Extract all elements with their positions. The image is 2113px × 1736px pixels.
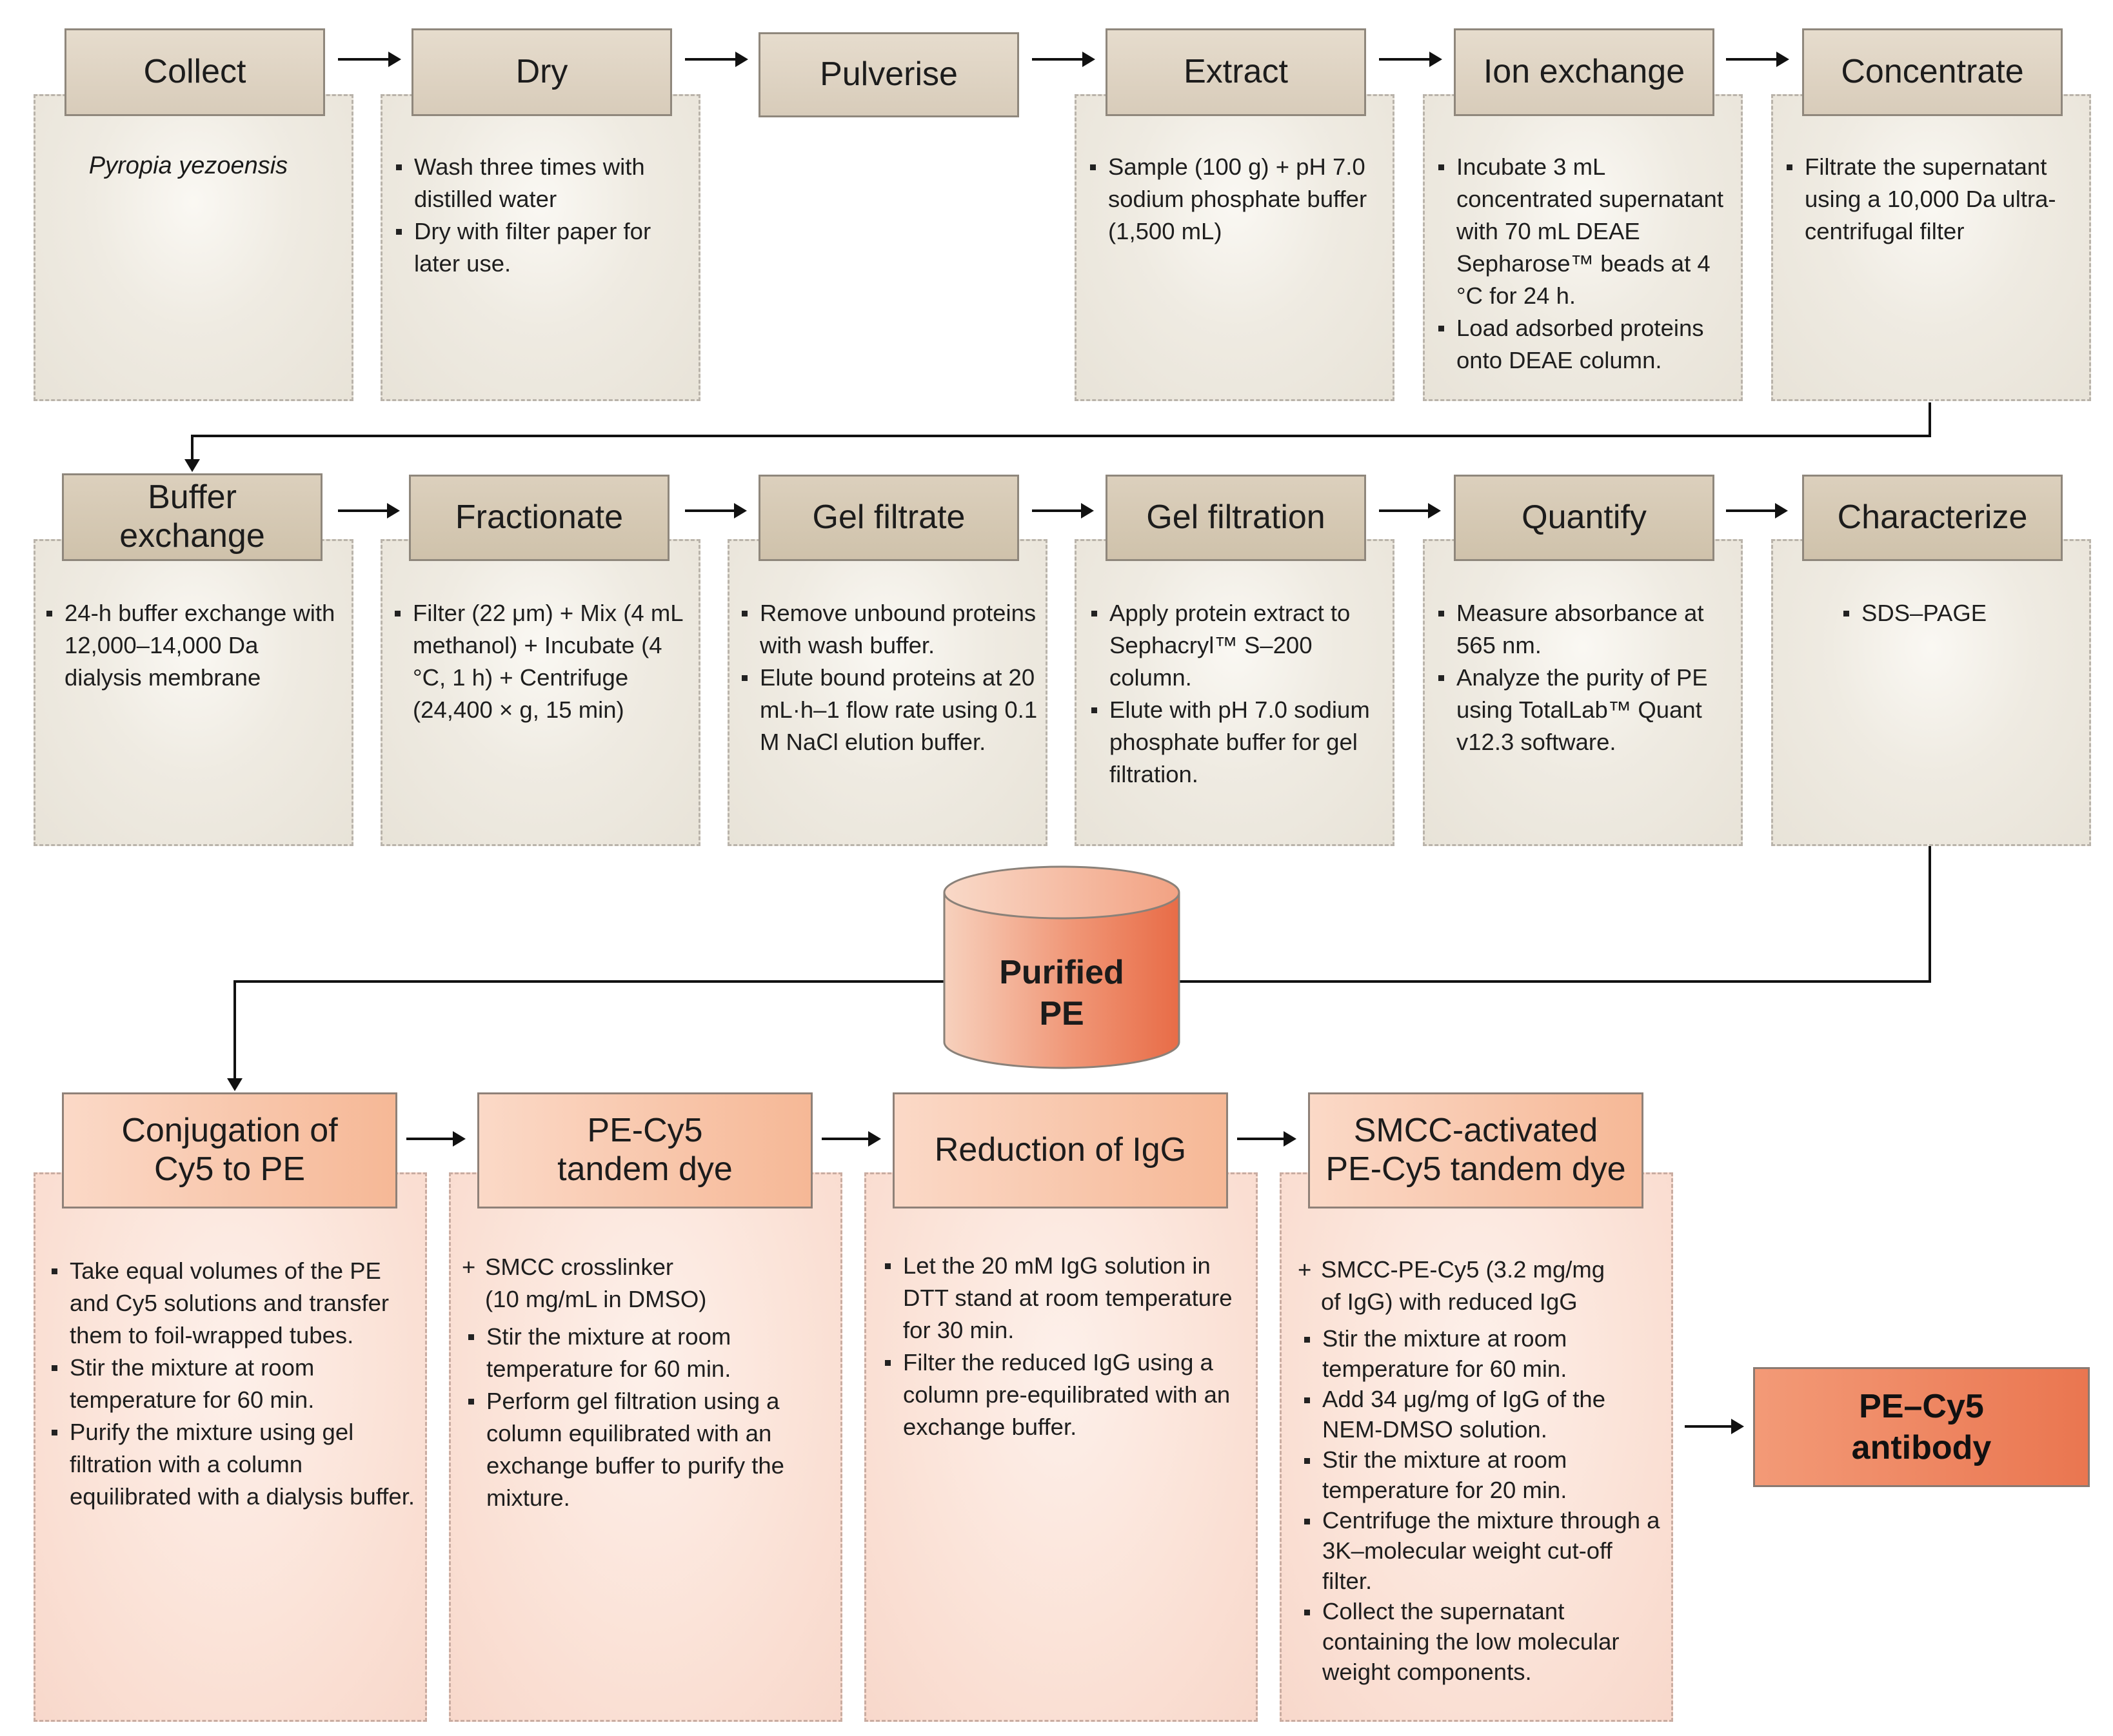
list-item: Add 34 μg/mg of IgG of the NEM-DMSO solu… (1303, 1384, 1667, 1445)
list-item: Stir the mixture at room temperature for… (467, 1321, 831, 1385)
panel-characterize (1771, 539, 2091, 846)
step-extract-title: Extract (1184, 53, 1288, 91)
characterize-details: SDS–PAGE (1842, 597, 2074, 629)
step-conjugation: Conjugation of Cy5 to PE (62, 1092, 397, 1208)
list-item: Analyze the purity of PE using TotalLab™… (1437, 662, 1735, 758)
step-gel-filtrate: Gel filtrate (759, 475, 1019, 561)
step-quantify-title: Quantify (1522, 498, 1647, 537)
dry-details: Wash three times with distilled water Dr… (395, 151, 689, 280)
list-item: Elute with pH 7.0 sodium phosphate buffe… (1090, 694, 1388, 791)
connector-row1-row2 (191, 402, 1931, 464)
buffer-exchange-details: 24-h buffer exchange with 12,000–14,000 … (45, 597, 342, 694)
step-ion-exchange-title: Ion exchange (1483, 53, 1685, 91)
final-product-pe-cy5-antibody: PE–Cy5 antibody (1753, 1367, 2090, 1487)
panel-quantify (1423, 539, 1743, 846)
panel-extract (1075, 94, 1394, 401)
list-item: Remove unbound proteins with wash buffer… (740, 597, 1038, 662)
extract-details: Sample (100 g) + pH 7.0 sodium phosphate… (1089, 151, 1383, 248)
list-item: Dry with filter paper for later use. (395, 215, 689, 280)
connector-purified-row3 (233, 980, 946, 1083)
step-pulverise: Pulverise (759, 32, 1019, 117)
list-item: Let the 20 mM IgG solution in DTT stand … (884, 1250, 1249, 1346)
panel-gel-filtrate (728, 539, 1047, 846)
step-gel-filtrate-title: Gel filtrate (812, 498, 966, 537)
quantify-details: Measure absorbance at 565 nm. Analyze th… (1437, 597, 1735, 758)
plus-reagent: SMCC crosslinker (10 mg/mL in DMSO) (462, 1251, 831, 1316)
purified-pe-label: Purified PE (999, 954, 1124, 1032)
step-characterize-title: Characterize (1837, 498, 2028, 537)
step-ion-exchange: Ion exchange (1454, 28, 1714, 116)
list-item: Elute bound proteins at 20 mL·h–1 flow r… (740, 662, 1038, 758)
step-collect-title: Collect (143, 53, 246, 91)
plus-reagent: SMCC-PE-Cy5 (3.2 mg/mg of IgG) with redu… (1298, 1254, 1667, 1318)
step-characterize: Characterize (1802, 475, 2063, 561)
step-pe-cy5: PE-Cy5 tandem dye (477, 1092, 813, 1208)
step-buffer-exchange: Buffer exchange (62, 473, 322, 561)
step-gel-filtration-title: Gel filtration (1146, 498, 1325, 537)
panel-collect (34, 94, 353, 401)
panel-concentrate (1771, 94, 2091, 401)
panel-buffer-exchange (34, 539, 353, 846)
step-gel-filtration: Gel filtration (1106, 475, 1366, 561)
panel-fractionate (381, 539, 700, 846)
ion-exchange-details: Incubate 3 mL concentrated supernatant w… (1437, 151, 1734, 377)
list-item: Centrifuge the mixture through a 3K–mole… (1303, 1505, 1667, 1596)
list-item: SDS–PAGE (1842, 597, 2074, 629)
species-name: Pyropia yezoensis (88, 152, 288, 179)
list-item: Stir the mixture at room temperature for… (1303, 1445, 1667, 1505)
panel-gel-filtration (1075, 539, 1394, 846)
step-collect: Collect (64, 28, 325, 116)
panel-ion-exchange (1423, 94, 1743, 401)
step-dry: Dry (412, 28, 672, 116)
conjugation-details: Take equal volumes of the PE and Cy5 sol… (50, 1255, 415, 1513)
smcc-activated-details: SMCC-PE-Cy5 (3.2 mg/mg of IgG) with redu… (1298, 1254, 1667, 1687)
step-concentrate-title: Concentrate (1841, 53, 2024, 91)
pe-cy5-details: SMCC crosslinker (10 mg/mL in DMSO) Stir… (462, 1251, 831, 1514)
gel-filtrate-details: Remove unbound proteins with wash buffer… (740, 597, 1038, 758)
step-smcc-activated-title: SMCC-activated PE-Cy5 tandem dye (1325, 1112, 1626, 1188)
step-quantify: Quantify (1454, 475, 1714, 561)
list-item: Take equal volumes of the PE and Cy5 sol… (50, 1255, 415, 1352)
list-item: 24-h buffer exchange with 12,000–14,000 … (45, 597, 342, 694)
list-item: Incubate 3 mL concentrated supernatant w… (1437, 151, 1734, 312)
step-pe-cy5-title: PE-Cy5 tandem dye (557, 1112, 733, 1188)
step-fractionate: Fractionate (409, 475, 670, 561)
list-item: Collect the supernatant containing the l… (1303, 1596, 1667, 1687)
list-item: Perform gel filtration using a column eq… (467, 1385, 831, 1514)
purified-pe-cylinder (943, 865, 1180, 1069)
reduction-details: Let the 20 mM IgG solution in DTT stand … (884, 1250, 1249, 1443)
step-conjugation-title: Conjugation of Cy5 to PE (121, 1112, 338, 1188)
step-fractionate-title: Fractionate (455, 498, 624, 537)
list-item: Measure absorbance at 565 nm. (1437, 597, 1735, 662)
step-smcc-activated: SMCC-activated PE-Cy5 tandem dye (1308, 1092, 1643, 1208)
step-extract: Extract (1106, 28, 1366, 116)
fractionate-details: Filter (22 μm) + Mix (4 mL methanol) + I… (393, 597, 690, 726)
panel-conjugation (34, 1172, 427, 1722)
step-pulverise-title: Pulverise (820, 55, 958, 94)
list-item: Stir the mixture at room temperature for… (1303, 1323, 1667, 1384)
step-reduction-title: Reduction of IgG (934, 1131, 1187, 1169)
concentrate-details: Filtrate the supernatant using a 10,000 … (1785, 151, 2082, 248)
step-buffer-exchange-title: Buffer exchange (119, 478, 265, 555)
list-item: Filter (22 μm) + Mix (4 mL methanol) + I… (393, 597, 690, 726)
step-concentrate: Concentrate (1802, 28, 2063, 116)
list-item: Purify the mixture using gel filtration … (50, 1416, 415, 1513)
list-item: Wash three times with distilled water (395, 151, 689, 215)
gel-filtration-details: Apply protein extract to Sephacryl™ S–20… (1090, 597, 1388, 791)
list-item: Filter the reduced IgG using a column pr… (884, 1346, 1249, 1443)
connector-row2-purified (1178, 846, 1931, 983)
list-item: Filtrate the supernatant using a 10,000 … (1785, 151, 2082, 248)
step-dry-title: Dry (515, 53, 568, 91)
list-item: Load adsorbed proteins onto DEAE column. (1437, 312, 1734, 377)
step-reduction: Reduction of IgG (893, 1092, 1228, 1208)
list-item: Apply protein extract to Sephacryl™ S–20… (1090, 597, 1388, 694)
list-item: Stir the mixture at room temperature for… (50, 1352, 415, 1416)
list-item: Sample (100 g) + pH 7.0 sodium phosphate… (1089, 151, 1383, 248)
